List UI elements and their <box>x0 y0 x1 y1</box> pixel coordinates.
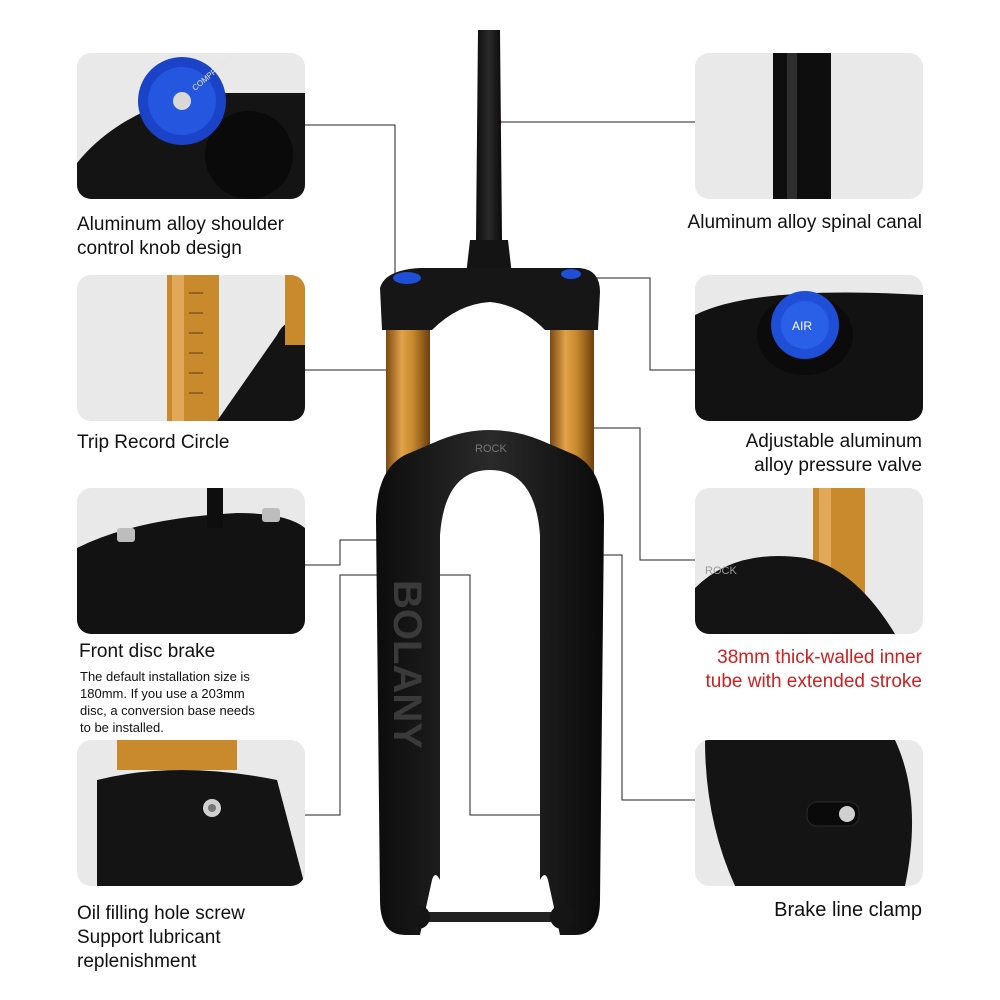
fork-brand-text: ROCK <box>475 443 507 455</box>
caption-spinal-canal: Aluminum alloy spinal canal <box>687 212 922 233</box>
note-disc-size: The default installation size is 180mm. … <box>80 669 255 735</box>
panel-front-disc-brake <box>77 488 305 634</box>
panel-brake-line-clamp <box>695 740 923 886</box>
fork-leg-text: BOLANY <box>385 580 429 749</box>
caption-front-disc-brake: Front disc brake <box>79 641 216 662</box>
caption-inner-tube: 38mm thick-walled inner tube with extend… <box>705 647 922 692</box>
air-valve-label: AIR <box>792 319 812 333</box>
panel-pressure-valve: AIR <box>695 275 923 421</box>
caption-trip-record: Trip Record Circle <box>77 432 230 453</box>
caption-shoulder-knob: Aluminum alloy shoulder control knob des… <box>77 214 284 259</box>
inner-tube-brand-text: ROCK <box>705 565 737 577</box>
panel-trip-record <box>77 275 305 421</box>
caption-oil-filling-screw: Oil filling hole screw Support lubricant… <box>77 903 245 972</box>
panel-spinal-canal <box>695 53 923 199</box>
caption-brake-line-clamp: Brake line clamp <box>774 899 922 921</box>
panel-inner-tube: ROCK <box>695 488 923 634</box>
panel-shoulder-knob: COMPRESSION <box>77 53 305 199</box>
caption-pressure-valve: Adjustable aluminum alloy pressure valve <box>745 431 922 476</box>
panel-oil-filling-screw <box>77 740 305 886</box>
